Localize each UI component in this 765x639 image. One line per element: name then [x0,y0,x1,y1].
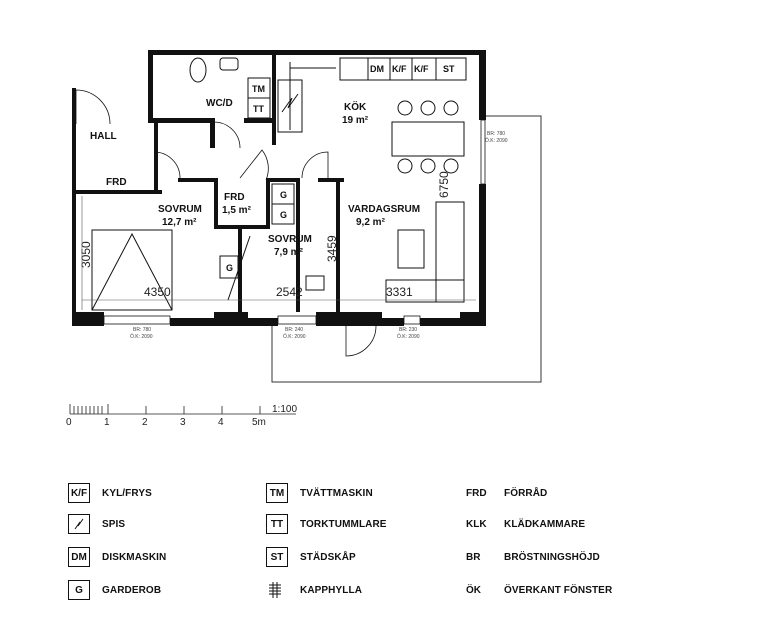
dim-3459: 3459 [325,235,339,262]
scale-tick-5: 5m [252,417,266,428]
room-hall: HALL [90,131,117,142]
window-b1-ok: Ö.K: 2090 [130,333,153,340]
legend-klk-text: KLÄDKAMMARE [504,518,586,530]
spis-icon [281,93,299,113]
window-b2-ok: Ö.K: 2090 [283,333,306,340]
room-sovrum2-name: SOVRUM [268,234,312,245]
scale-tick-1: 1 [104,417,110,428]
legend-ok-code: ÖK [466,584,481,596]
window-right-br: BR: 780 [487,131,505,137]
room-frd-small-area: 1,5 m² [222,205,252,216]
legend-kf-text: KYL/FRYS [102,487,152,499]
dining-table [391,100,465,174]
room-vardagsrum-area: 9,2 m² [356,217,386,228]
scale-tick-3: 3 [180,417,186,428]
legend-item-br: BR BRÖSTNINGSHÖJD [466,546,600,568]
legend-tt-text: TORKTUMMLARE [300,518,387,530]
room-sovrum1-area: 12,7 m² [162,217,197,228]
bathroom-fixtures [189,57,271,119]
room-kok-name: KÖK [344,100,367,113]
floor-plan: WC/D KÖK 19 m² HALL FRD SOVRUM 12,7 m² F… [66,50,542,428]
window-b2-br: BR: 240 [285,327,303,333]
room-sovrum1-name: SOVRUM [158,204,202,215]
legend-kf-box: K/F [68,483,90,503]
window-b3-ok: Ö.K: 2090 [397,333,420,340]
room-frd-small-name: FRD [224,192,245,203]
dim-3331: 3331 [386,285,413,299]
legend-tm-text: TVÄTTMASKIN [300,487,373,499]
legend-item-st: ST STÄDSKÅP [266,546,356,568]
legend-frd-code: FRD [466,487,487,499]
legend-br-text: BRÖSTNINGSHÖJD [504,551,600,563]
legend-br-code: BR [466,551,481,563]
scale-tick-4: 4 [218,417,224,428]
window-b1-br: BR: 780 [133,327,151,333]
legend-item-klk: KLK KLÄDKAMMARE [466,513,585,535]
legend-dm-box: DM [68,547,90,567]
sofa [385,201,465,303]
kitchen-counter [277,57,467,133]
scale-tick-0: 0 [66,417,72,428]
scale-ratio: 1:100 [272,404,297,415]
fixture-kf2: K/F [414,64,429,74]
legend-item-kapphylla: KAPPHYLLA [266,579,362,601]
dim-3050: 3050 [79,241,93,268]
legend-kapphylla-text: KAPPHYLLA [300,584,363,596]
window-b3-br: BR: 230 [399,327,417,333]
coat-rack-icon [266,580,288,600]
fixture-tm: TM [252,84,265,94]
legend-frd-text: FÖRRÅD [504,487,548,499]
fixture-dm: DM [370,64,384,74]
fixture-st: ST [443,64,455,74]
legend-item-frd: FRD FÖRRÅD [466,482,547,504]
room-sovrum2-area: 7,9 m² [274,247,304,258]
legend-item-ok: ÖK ÖVERKANT FÖNSTER [466,579,612,601]
legend-item-tt: TT TORKTUMMLARE [266,513,387,535]
legend-item-kf: K/F KYL/FRYS [68,482,152,504]
fixture-g2: G [280,210,287,220]
window-right-ok: Ö.K: 2090 [485,137,508,144]
fixture-kf1: K/F [392,64,407,74]
legend-dm-text: DISKMASKIN [102,551,167,563]
legend-ok-text: ÖVERKANT FÖNSTER [504,584,613,596]
wardrobes [219,183,325,291]
room-wc: WC/D [206,98,233,109]
windows [103,119,486,325]
room-kok-area: 19 m² [342,115,369,126]
legend-item-g: G GARDEROB [68,579,161,601]
legend-tm-box: TM [266,483,288,503]
dim-2542: 2542 [276,285,303,299]
legend-spis-text: SPIS [102,518,126,530]
spis-icon [68,514,90,534]
legend-klk-code: KLK [466,518,487,530]
legend-item-dm: DM DISKMASKIN [68,546,166,568]
fixture-g3: G [226,263,233,273]
fixture-g1: G [280,190,287,200]
fixture-tt: TT [253,104,264,114]
dim-4350: 4350 [144,285,171,299]
inner-walls [148,55,344,312]
outer-walls [72,50,486,326]
legend-item-tm: TM TVÄTTMASKIN [266,482,373,504]
dim-6750: 6750 [437,171,451,198]
legend-item-spis: SPIS [68,513,125,535]
dimension-lines [81,196,476,310]
bed [91,229,251,311]
terrace-outline [271,115,542,383]
scale-bar [69,404,296,415]
room-frd-hall: FRD [106,177,127,188]
legend-st-text: STÄDSKÅP [300,551,356,563]
legend-g-text: GARDEROB [102,584,162,596]
legend-tt-box: TT [266,514,288,534]
scale-tick-2: 2 [142,417,148,428]
room-vardagsrum-name: VARDAGSRUM [348,204,420,215]
legend-g-box: G [68,580,90,600]
doors [75,89,377,357]
legend-st-box: ST [266,547,288,567]
